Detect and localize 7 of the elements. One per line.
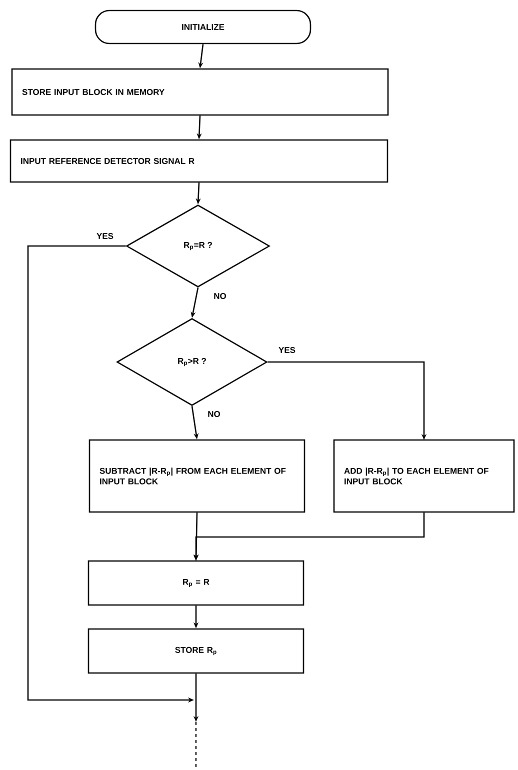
process-box: ADD |R-R$_{p}$| TO EACH ELEMENT OF INPUT BLOCK: [333, 439, 515, 513]
process-box: STORE R$_{p}$: [88, 628, 304, 674]
terminator-box: INITIALIZE: [94, 10, 312, 44]
process-box: SUBTRACT |R-R$_{p}$| FROM EACH ELEMENT OF INPUT BLOCK: [88, 439, 306, 513]
process-box: INPUT REFERENCE DETECTOR SIGNAL R: [10, 139, 388, 183]
process-box: R$_{p}$ = R: [88, 560, 304, 606]
process-box: STORE INPUT BLOCK IN MEMORY: [11, 68, 389, 116]
